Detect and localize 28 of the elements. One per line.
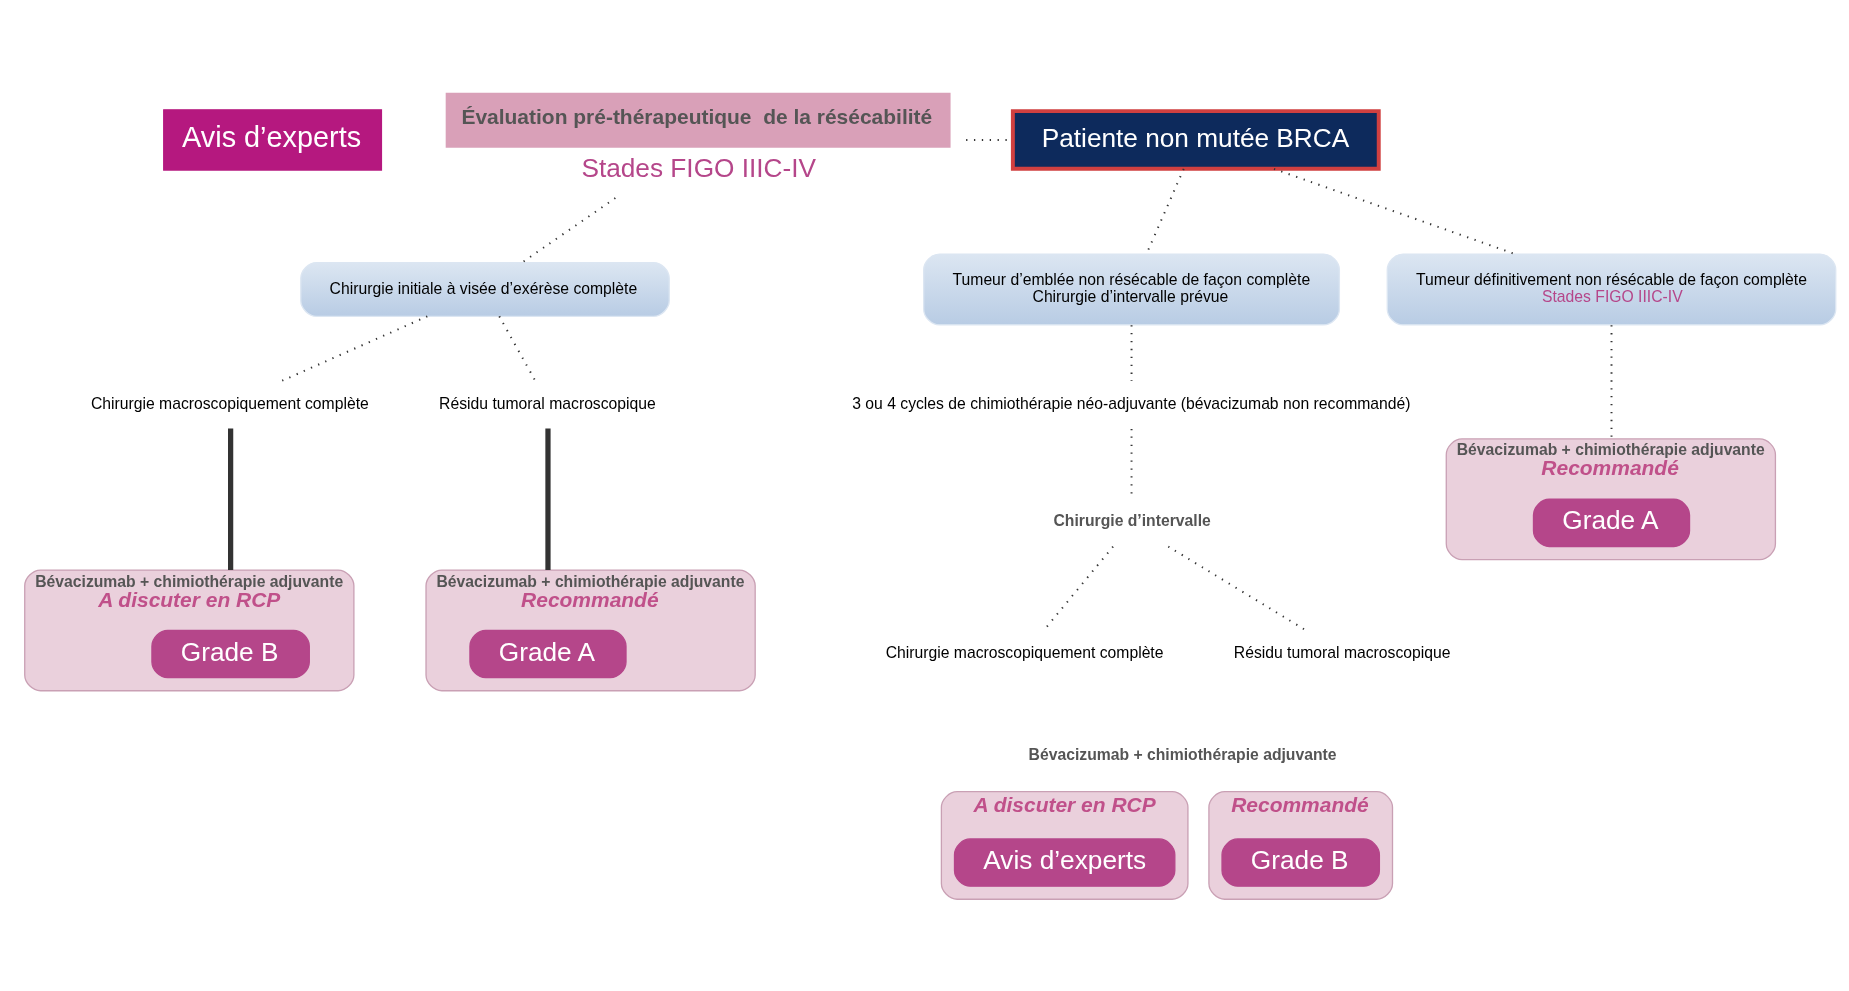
node-box: Avis d’experts [953,837,1175,887]
node-box: Avis d’experts [162,108,382,171]
connector [497,314,536,382]
node-text: 3 ou 4 cycles de chimiothérapie néo-adjuvante (bévacizumab non recommandé) [851,394,1411,412]
node-box: Tumeur d’emblée non résécable de façon complète Chirurgie d’intervalle prévue [922,252,1340,325]
node-box: Patiente non mutée BRCA [1010,108,1381,171]
node-label: Stades FIGO IIIC-IV [580,152,816,183]
node-box: Grade B [150,629,310,678]
node-box: Grade A [1532,498,1690,547]
node-text: Résidu tumoral macroscopique [438,394,656,412]
node-box: Tumeur définitivement non résécable de façon complète Stades FIGO IIIC-IV [1386,252,1836,325]
connector [1166,545,1307,631]
connector [1130,323,1133,382]
node-text: Résidu tumoral macroscopique [1233,643,1450,661]
connector [520,196,616,264]
node-text: Chirurgie macroscopiquement complète [90,394,369,412]
node-text: Chirurgie macroscopiquement complète [885,643,1163,661]
connector [1272,167,1516,255]
connector [227,428,233,570]
node-box: Grade B [1220,837,1380,887]
connector [544,428,551,570]
label: Bévacizumab + chimiothérapie adjuvante [1028,745,1337,763]
node-box: Grade A [468,629,627,678]
node-box: Chirurgie initiale à visée d’exérèse complète [299,261,670,317]
node-box: Évaluation pré-thérapeutique de la résécabilité [445,92,951,148]
node-text: Chirurgie d’intervalle [1053,511,1211,529]
connector [279,314,428,382]
connector [1610,323,1612,440]
